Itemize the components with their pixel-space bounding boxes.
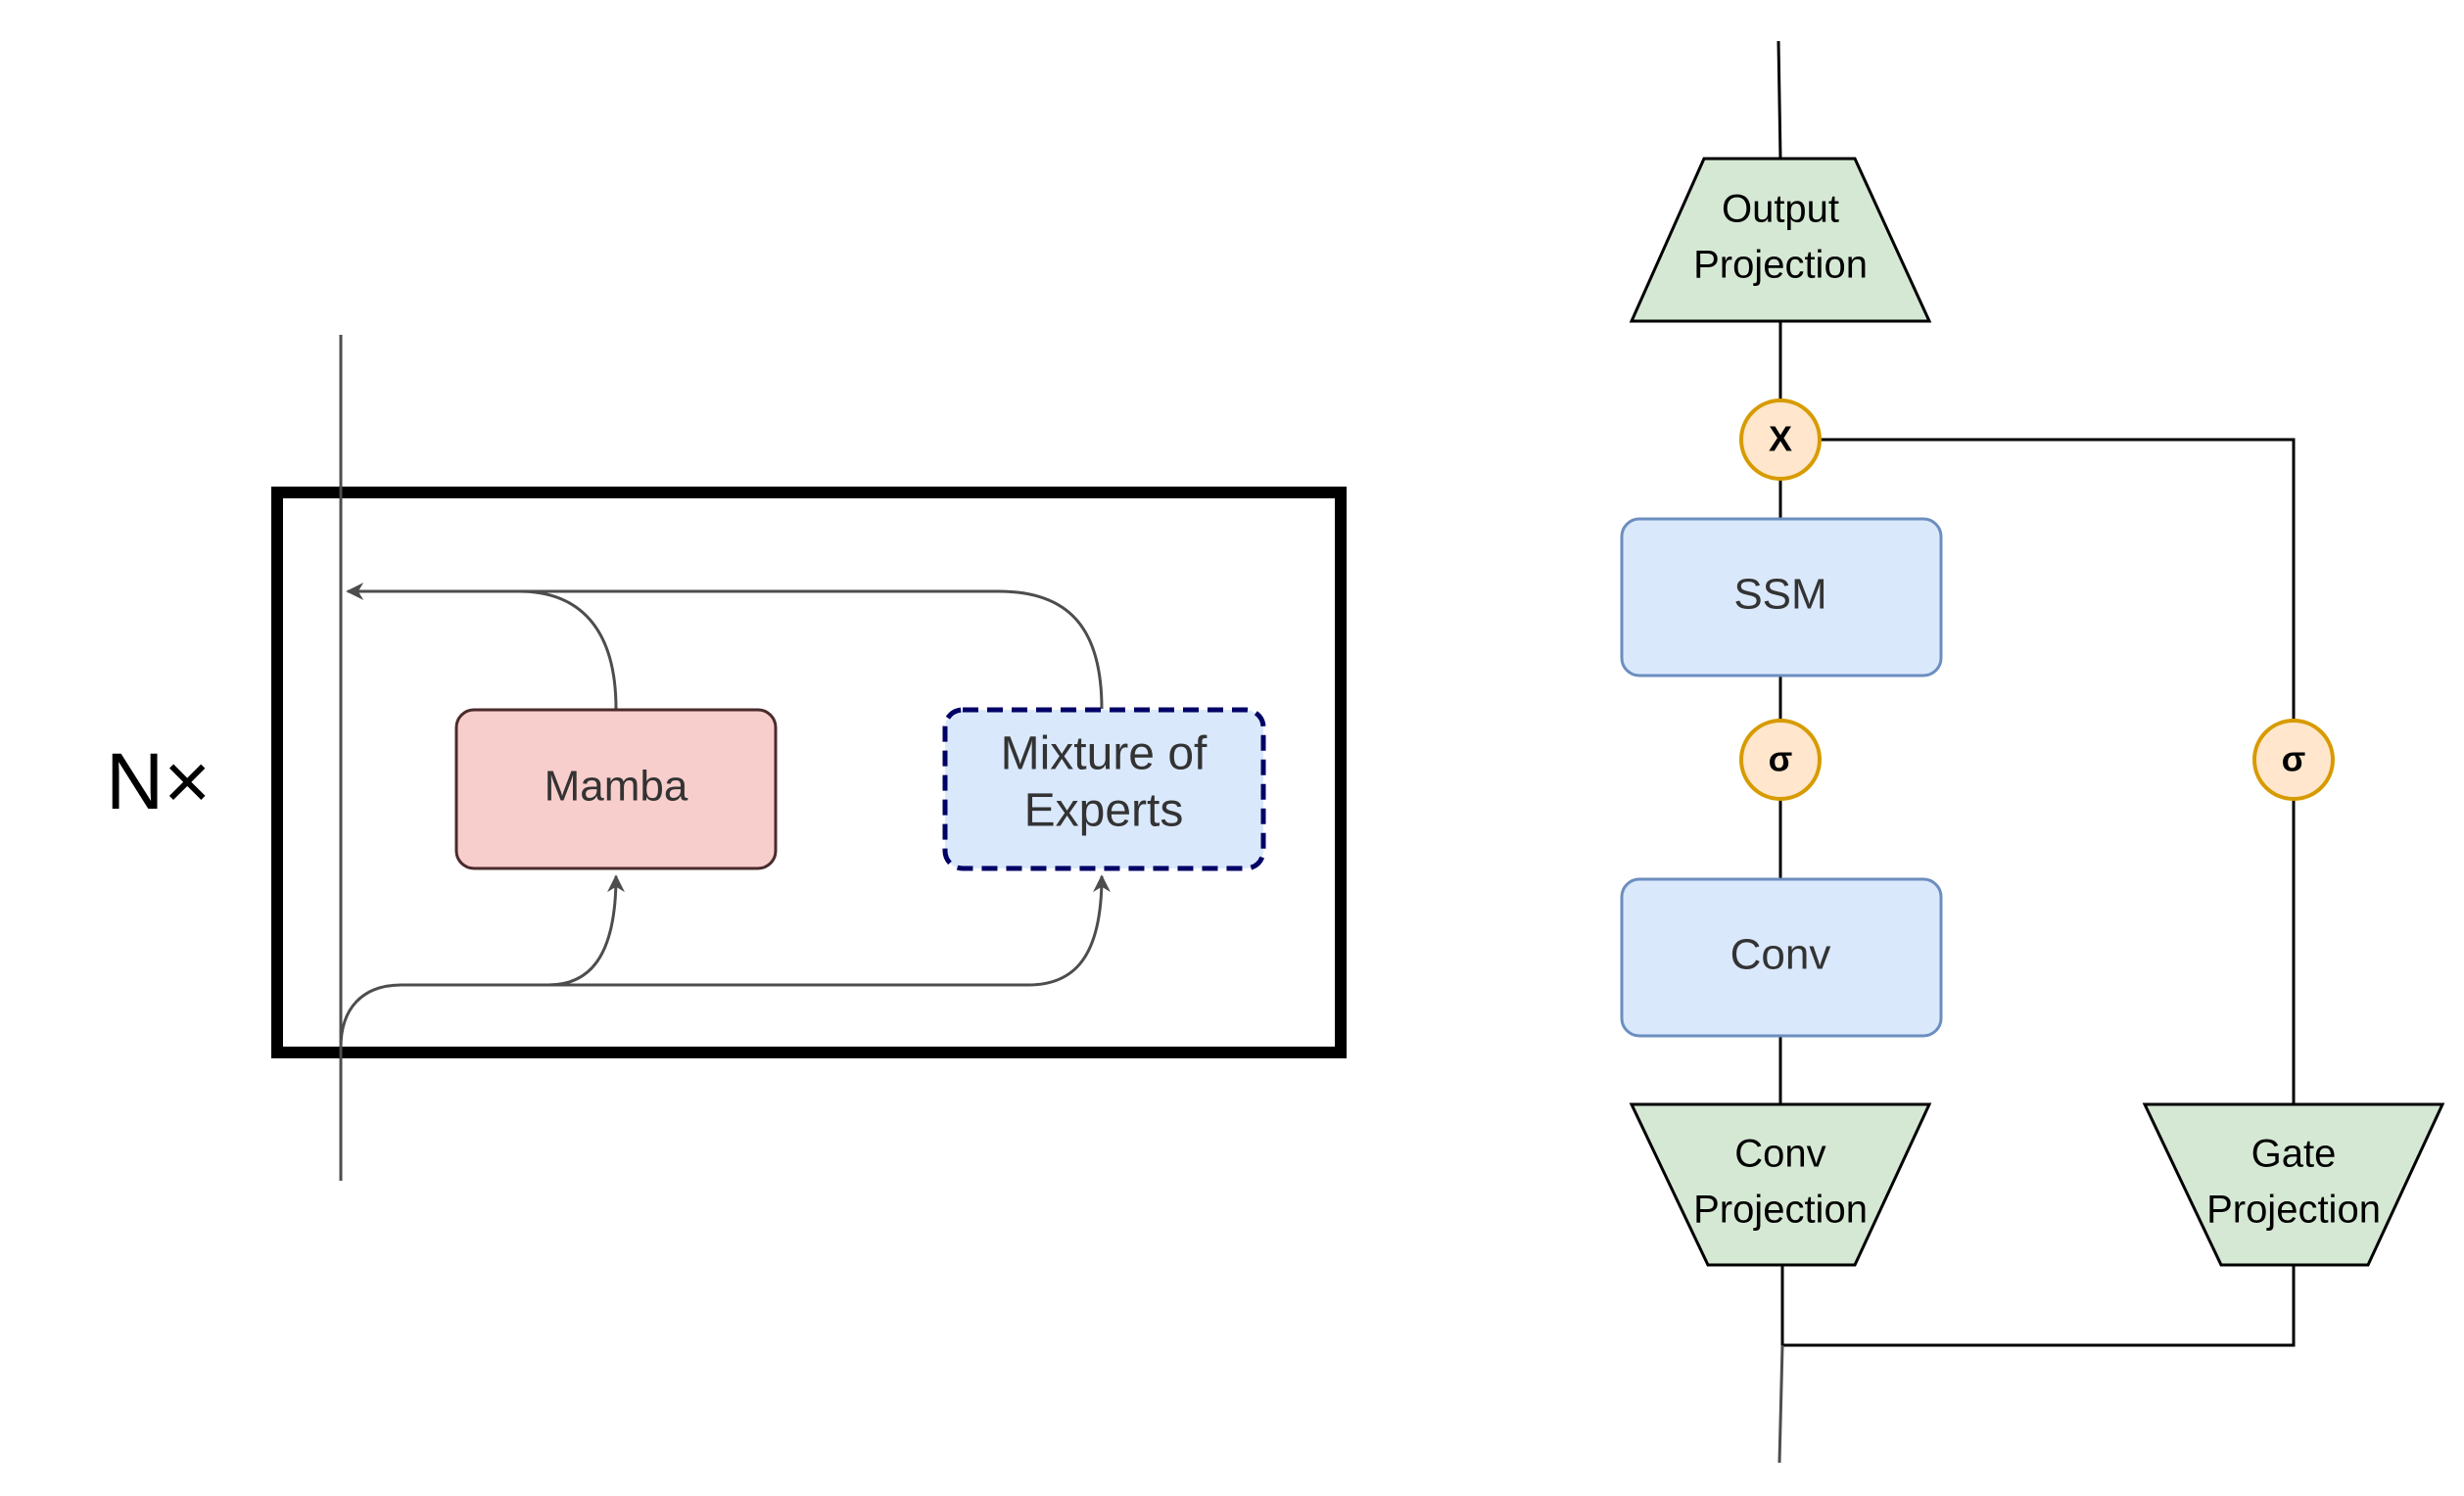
- mixture-of-experts-block: Mixture of Experts: [942, 707, 1266, 871]
- conv-projection: Conv Projection: [1629, 1102, 1932, 1267]
- mamba-input-arrow: [339, 874, 625, 1049]
- input-line: [1777, 1344, 1784, 1464]
- sigma-right-symbol: σ: [2282, 739, 2306, 779]
- output-projection-line1: Output: [1722, 188, 1839, 231]
- mamba-label: Mamba: [545, 763, 688, 811]
- multiply-symbol: X: [1769, 419, 1792, 459]
- moe-input-arrow: [548, 874, 1111, 987]
- conv-block: Conv: [1620, 877, 1943, 1038]
- gate-projection-line2: Projection: [2206, 1189, 2381, 1232]
- mamba-moe-layer-diagram: N× Mamba Mixture of Experts: [106, 335, 1347, 1181]
- conv-label: Conv: [1730, 931, 1831, 979]
- repeat-count-label: N×: [106, 737, 211, 826]
- repeat-block-frame: [271, 487, 1347, 1058]
- multiply-operator: X: [1739, 398, 1822, 481]
- moe-output-connector: [519, 589, 1104, 710]
- sigma-operator-left: σ: [1739, 719, 1822, 801]
- output-projection-line2: Projection: [1693, 244, 1868, 287]
- mamba-block: Mamba: [454, 708, 778, 870]
- gate-branch-to-multiply: [1821, 438, 2296, 720]
- mamba-block-internals-diagram: Output Projection X SSM σ σ Conv Conv Pr…: [1620, 40, 2445, 1464]
- gate-projection-line1: Gate: [2251, 1133, 2337, 1176]
- ssm-label: SSM: [1733, 571, 1826, 619]
- output-projection: Output Projection: [1629, 157, 1932, 323]
- sigma-operator-right: σ: [2252, 719, 2335, 801]
- gate-projection: Gate Projection: [2142, 1102, 2445, 1267]
- conv-projection-line1: Conv: [1734, 1133, 1825, 1176]
- conv-projection-line2: Projection: [1693, 1189, 1868, 1232]
- input-split-connector: [1780, 1265, 2296, 1347]
- moe-label-line1: Mixture of: [1001, 728, 1208, 780]
- ssm-block: SSM: [1620, 517, 1943, 678]
- moe-label-line2: Experts: [1024, 785, 1184, 837]
- mamba-output-arrow: [346, 583, 618, 710]
- sigma-left-symbol: σ: [1769, 739, 1793, 779]
- output-line: [1777, 40, 1782, 160]
